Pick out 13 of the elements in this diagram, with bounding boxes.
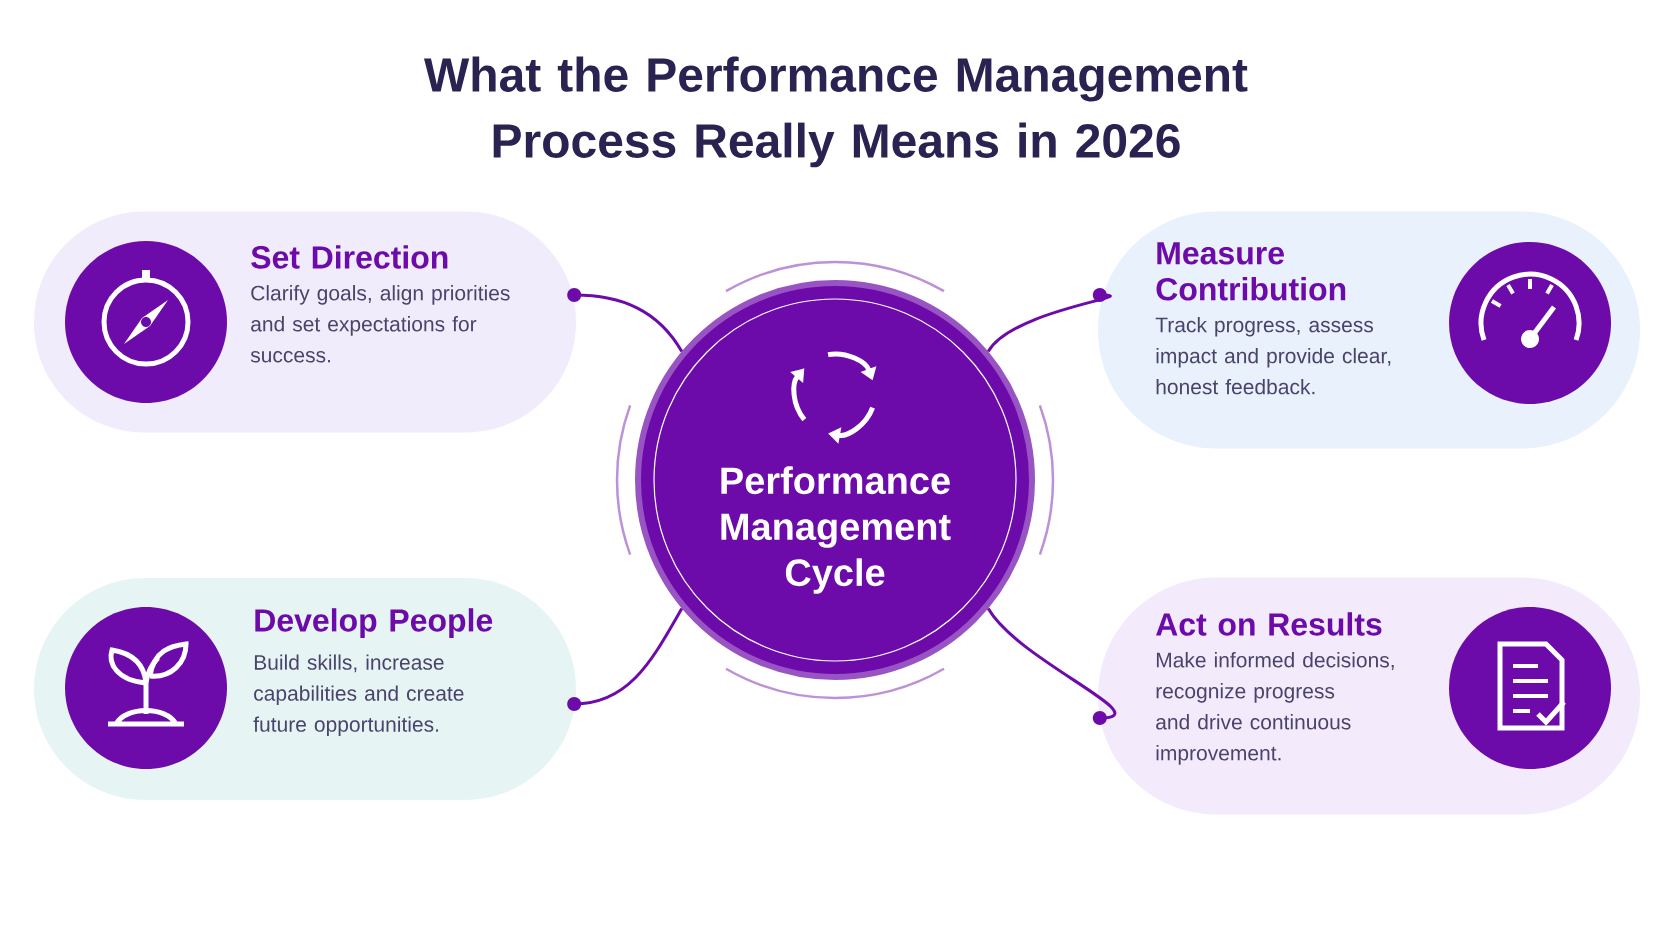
connector — [567, 288, 684, 353]
card-heading: Measure Contribution — [1156, 242, 1346, 301]
connector — [567, 607, 684, 711]
card-heading: Develop People — [255, 608, 493, 638]
connector — [987, 288, 1111, 353]
card-text: Build skills, increase capabilities and create future opportunities. — [253, 654, 464, 736]
card-text: Clarify goals, align priorities and set expectations for success. — [250, 285, 510, 363]
connector — [987, 607, 1116, 725]
card-text: Make informed decisions, recognize progress and drive continuous improvement. — [1156, 652, 1394, 765]
card-text: Track progress, assess impact and provide clear, honest feedback. — [1155, 316, 1391, 395]
card-heading: Set Direction — [251, 245, 448, 269]
title: What the Performance Management Process Really Means in 2026 — [424, 56, 1248, 168]
card-heading: Act on Results — [1156, 612, 1382, 636]
